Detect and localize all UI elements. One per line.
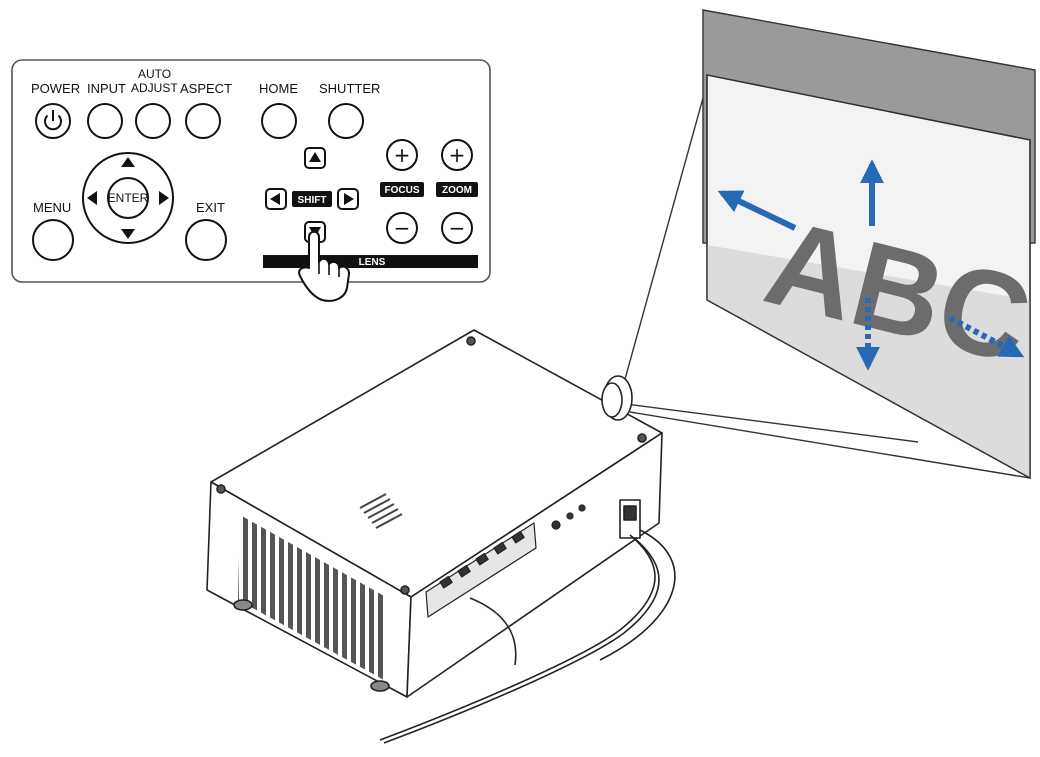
dpad-up-arrow[interactable] xyxy=(121,157,135,167)
dpad-left-arrow[interactable] xyxy=(87,191,97,205)
home-button[interactable] xyxy=(261,103,297,139)
shift-left-button[interactable] xyxy=(265,188,287,210)
menu-label: MENU xyxy=(33,200,71,215)
arrow-right xyxy=(948,315,1025,358)
cables xyxy=(379,529,676,744)
enter-label: ENTER xyxy=(108,191,149,205)
exit-button[interactable] xyxy=(185,219,227,261)
input-label: INPUT xyxy=(87,81,126,96)
shift-up-button[interactable] xyxy=(304,147,326,169)
projector-foot xyxy=(370,680,390,692)
aspect-button[interactable] xyxy=(185,103,221,139)
front-vents xyxy=(238,515,386,680)
projection-beam xyxy=(621,79,1031,479)
svg-text:+: + xyxy=(394,143,411,167)
projector-lens xyxy=(601,375,633,421)
svg-text:−: − xyxy=(394,216,411,240)
io-panel xyxy=(425,504,586,618)
home-label: HOME xyxy=(259,81,298,96)
pointing-finger-icon xyxy=(298,230,350,302)
exit-label: EXIT xyxy=(196,200,225,215)
zoom-label: ZOOM xyxy=(442,185,472,196)
power-label: POWER xyxy=(31,81,80,96)
top-vent xyxy=(359,493,403,529)
auto-adjust-label-line2: ADJUST xyxy=(131,81,178,95)
control-panel: POWER INPUT AUTO ADJUST ASPECT HOME SHUT… xyxy=(11,59,491,302)
projector xyxy=(206,329,663,698)
focus-minus-button[interactable]: − xyxy=(386,212,418,244)
auto-adjust-label-line1: AUTO xyxy=(138,67,171,81)
focus-label-box xyxy=(380,182,424,197)
control-panel-frame xyxy=(11,59,491,283)
lens-group-label: LENS xyxy=(359,257,386,268)
zoom-label-box xyxy=(436,182,478,197)
enter-button[interactable] xyxy=(107,177,149,219)
power-button[interactable] xyxy=(35,103,71,139)
dpad-right-arrow[interactable] xyxy=(159,191,169,205)
zoom-minus-button[interactable]: − xyxy=(441,212,473,244)
zoom-plus-button[interactable]: + xyxy=(441,139,473,171)
svg-text:−: − xyxy=(449,216,466,240)
input-button[interactable] xyxy=(87,103,123,139)
focus-plus-button[interactable]: + xyxy=(386,139,418,171)
focus-label: FOCUS xyxy=(385,185,420,196)
dpad-down-arrow[interactable] xyxy=(121,229,135,239)
svg-text:+: + xyxy=(449,143,466,167)
directional-pad: ENTER xyxy=(82,152,174,244)
arrow-left xyxy=(717,190,797,231)
menu-button[interactable] xyxy=(32,219,74,261)
shutter-label: SHUTTER xyxy=(319,81,380,96)
auto-adjust-button[interactable] xyxy=(135,103,171,139)
shift-label: SHIFT xyxy=(298,195,327,206)
shift-right-button[interactable] xyxy=(337,188,359,210)
projector-side-face xyxy=(406,432,663,698)
power-icon xyxy=(44,110,62,131)
projection-screen: ABC xyxy=(702,9,1040,480)
shutter-button[interactable] xyxy=(328,103,364,139)
shift-label-box xyxy=(292,191,332,207)
aspect-label: ASPECT xyxy=(180,81,232,96)
projector-foot xyxy=(233,599,253,611)
